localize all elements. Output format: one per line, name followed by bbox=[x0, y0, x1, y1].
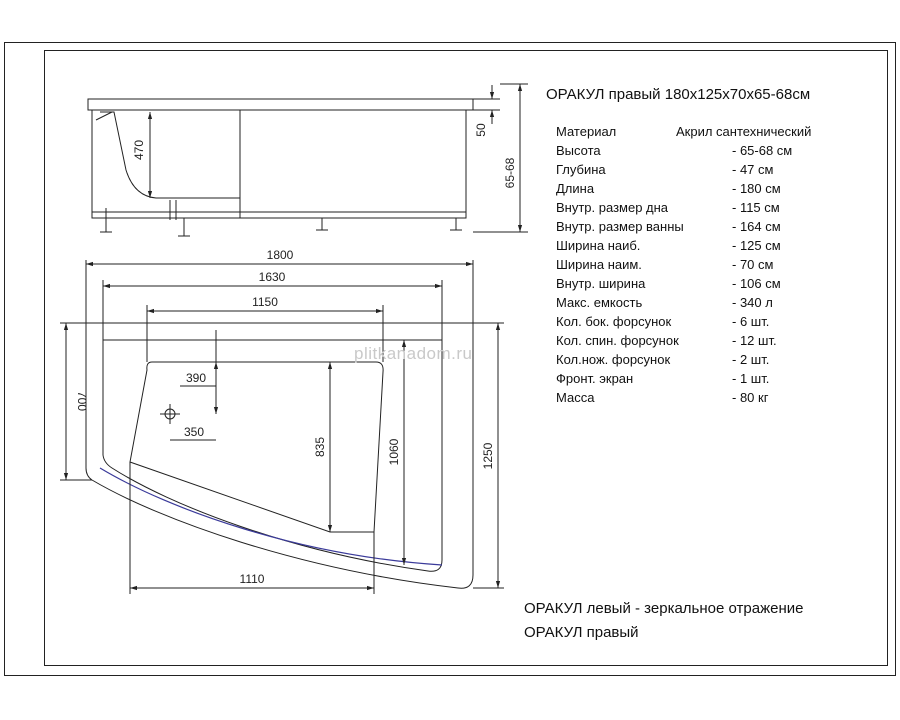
spec-label: Глубина bbox=[556, 162, 606, 177]
spec-row: Длина - 180 см bbox=[556, 179, 867, 198]
inner-frame bbox=[44, 50, 888, 666]
spec-label: Фронт. экран bbox=[556, 371, 634, 386]
spec-row: Кол. бок. форсунок - 6 шт. bbox=[556, 312, 867, 331]
spec-value: - 180 см bbox=[732, 181, 781, 196]
spec-row: Ширина наим. - 70 см bbox=[556, 255, 867, 274]
spec-row: Фронт. экран - 1 шт. bbox=[556, 369, 867, 388]
top-inner bbox=[102, 339, 443, 572]
spec-value: - 65-68 см bbox=[732, 143, 793, 158]
spec-label: Кол. спин. форсунок bbox=[556, 333, 679, 348]
spec-row: Высота - 65-68 см bbox=[556, 141, 867, 160]
spec-label: Ширина наим. bbox=[556, 257, 642, 272]
spec-label: Ширина наиб. bbox=[556, 238, 641, 253]
spec-value: - 1 шт. bbox=[732, 371, 770, 386]
dim-width-max: 1250 bbox=[481, 442, 495, 469]
spec-label: Внутр. ширина bbox=[556, 276, 646, 291]
top-bottom bbox=[129, 361, 384, 533]
top-outer bbox=[85, 322, 474, 589]
dim-bottom-length: 1150 bbox=[252, 295, 278, 309]
spec-value: - 115 см bbox=[732, 200, 780, 215]
dim-drain-y: 390 bbox=[186, 371, 206, 385]
spec-value: - 6 шт. bbox=[732, 314, 770, 329]
spec-row: Масса - 80 кг bbox=[556, 388, 867, 407]
spec-header-row: Материал Акрил сантехнический bbox=[556, 122, 867, 141]
spec-label: Кол.нож. форсунок bbox=[556, 352, 671, 367]
spec-value: - 125 см bbox=[732, 238, 781, 253]
spec-row: Внутр. ширина - 106 см bbox=[556, 274, 867, 293]
spec-header-label: Материал bbox=[556, 124, 617, 139]
spec-row: Кол. спин. форсунок - 12 шт. bbox=[556, 331, 867, 350]
spec-label: Длина bbox=[556, 181, 595, 196]
spec-value: - 340 л bbox=[732, 295, 773, 310]
side-view bbox=[87, 83, 528, 237]
spec-row: Внутр. размер дна - 115 см bbox=[556, 198, 867, 217]
spec-row: Внутр. размер ванны - 164 см bbox=[556, 217, 867, 236]
dim-rim: 50 bbox=[474, 123, 488, 137]
side-body bbox=[91, 110, 467, 219]
side-rim bbox=[87, 98, 474, 111]
watermark: plitkanadom.ru bbox=[354, 344, 473, 363]
spec-label: Внутр. размер дна bbox=[556, 200, 669, 215]
dim-inner-width: 1060 bbox=[387, 438, 401, 465]
spec-label: Масса bbox=[556, 390, 595, 405]
spec-value: - 12 шт. bbox=[732, 333, 777, 348]
dim-height: 65-68 bbox=[503, 157, 517, 188]
spec-label: Внутр. размер ванны bbox=[556, 219, 684, 234]
dim-bottom-front: 1110 bbox=[240, 572, 265, 586]
dim-length-inner: 1630 bbox=[259, 270, 286, 284]
spec-label: Макс. емкость bbox=[556, 295, 643, 310]
dim-length-total: 1800 bbox=[267, 248, 294, 262]
outer-frame bbox=[4, 42, 896, 676]
top-view bbox=[60, 260, 504, 594]
spec-value: - 2 шт. bbox=[732, 352, 770, 367]
spec-row: Макс. емкость - 340 л bbox=[556, 293, 867, 312]
note-left-mirror: ОРАКУЛ левый - зеркальное отражение bbox=[524, 600, 804, 617]
spec-row: Кол.нож. форсунок - 2 шт. bbox=[556, 350, 867, 369]
spec-value: - 47 см bbox=[732, 162, 774, 177]
dim-side-depth: 470 bbox=[132, 140, 146, 160]
spec-header-value: Акрил сантехнический bbox=[676, 124, 812, 139]
spec-value: - 80 кг bbox=[732, 390, 769, 405]
spec-row: Глубина - 47 см bbox=[556, 160, 867, 179]
spec-row: Ширина наиб. - 125 см bbox=[556, 236, 867, 255]
spec-value: - 164 см bbox=[732, 219, 781, 234]
spec-title: ОРАКУЛ правый 180х125х70х65-68см bbox=[546, 86, 811, 103]
dim-width-min: 700 bbox=[75, 391, 89, 411]
spec-value: - 106 см bbox=[732, 276, 781, 291]
spec-value: - 70 см bbox=[732, 257, 774, 272]
side-bowl bbox=[100, 111, 240, 199]
spec-label: Кол. бок. форсунок bbox=[556, 314, 672, 329]
spec-table: Материал Акрил сантехнический Высота - 65… bbox=[556, 122, 867, 407]
note-right: ОРАКУЛ правый bbox=[524, 624, 639, 641]
spec-label: Высота bbox=[556, 143, 601, 158]
side-legs bbox=[100, 200, 462, 237]
dim-bottom-width: 835 bbox=[313, 437, 327, 457]
dim-drain-x: 350 bbox=[184, 425, 204, 439]
